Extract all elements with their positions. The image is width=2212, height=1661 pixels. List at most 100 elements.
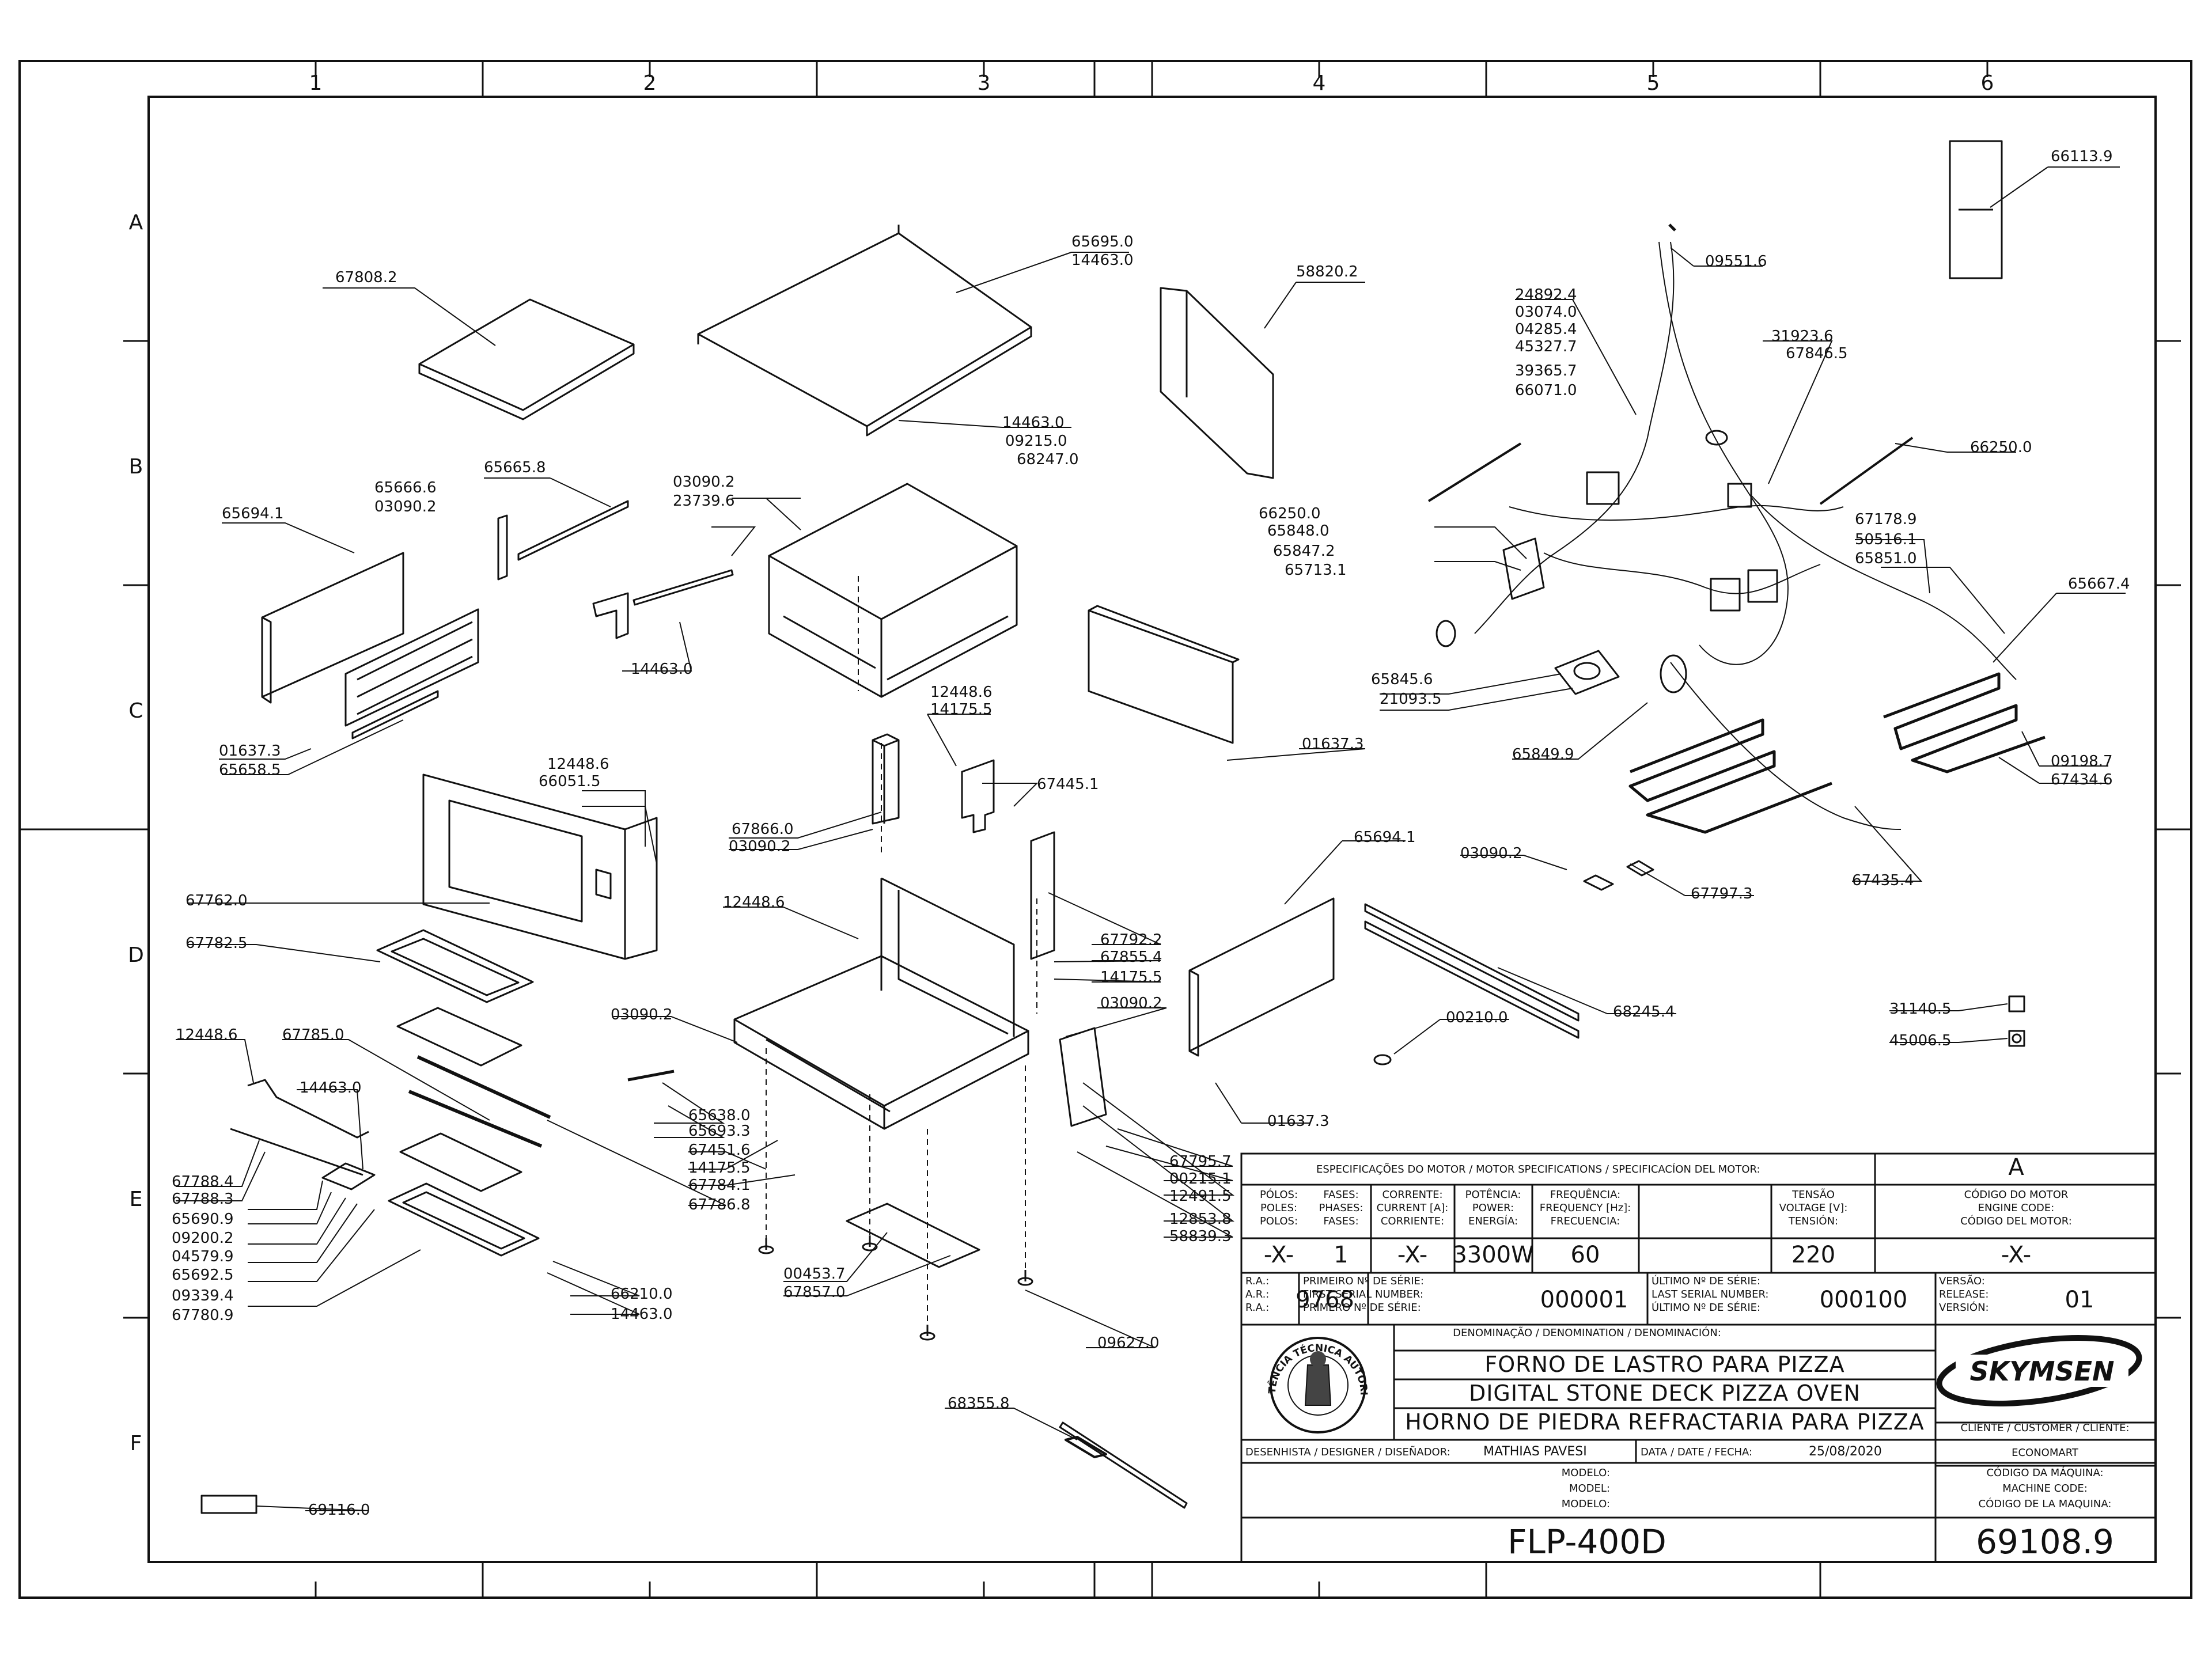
spec-label: FRECUENCIA: bbox=[1551, 1215, 1620, 1227]
part-callout: 67435.4 bbox=[1852, 872, 1914, 889]
part-callout: 66250.0 bbox=[1970, 439, 2032, 456]
part-callout: 67785.0 bbox=[282, 1026, 344, 1044]
part-callout: 12448.6 bbox=[723, 894, 785, 911]
part-callout: 03074.0 bbox=[1515, 304, 1577, 321]
spec-value: 60 bbox=[1571, 1242, 1600, 1268]
part-callout: 67797.3 bbox=[1691, 885, 1753, 902]
model-label: MODELO: bbox=[1562, 1467, 1610, 1479]
part-callout: 58820.2 bbox=[1296, 263, 1358, 280]
grid-col-label: 3 bbox=[978, 71, 991, 95]
part-callout: 65851.0 bbox=[1855, 550, 1917, 567]
base-plate-part bbox=[846, 1203, 980, 1268]
part-callout: 14175.5 bbox=[1100, 969, 1162, 986]
spec-label: PHASES: bbox=[1319, 1202, 1363, 1214]
serial-label: ÚLTIMO Nº DE SÉRIE: bbox=[1652, 1301, 1760, 1314]
ra-label: A.R.: bbox=[1245, 1288, 1269, 1300]
oven-chamber-part bbox=[768, 483, 1018, 620]
version-value: 01 bbox=[2065, 1287, 2094, 1313]
part-callout: 09198.7 bbox=[2051, 753, 2113, 770]
part-sketches bbox=[200, 140, 2046, 1514]
part-callout: 31923.6 bbox=[1771, 328, 1834, 345]
spec-label: CÓDIGO DO MOTOR bbox=[1964, 1188, 2069, 1201]
part-callout: 69116.0 bbox=[308, 1501, 370, 1519]
callout-leaders bbox=[176, 166, 2126, 1511]
spec-label: CORRENTE: bbox=[1382, 1189, 1442, 1201]
part-callout: 67866.0 bbox=[732, 821, 794, 838]
part-callout: 66210.0 bbox=[611, 1285, 673, 1303]
spec-label: CURRENT [A]: bbox=[1377, 1202, 1449, 1214]
part-callout: 03090.2 bbox=[611, 1006, 673, 1023]
part-callout: 65667.4 bbox=[2068, 575, 2130, 593]
part-callout: 67762.0 bbox=[185, 892, 248, 909]
part-callout: 67780.9 bbox=[172, 1307, 234, 1324]
rail-assembly-part bbox=[344, 608, 479, 727]
part-callout: 67792.2 bbox=[1100, 931, 1162, 949]
part-callout: 67178.9 bbox=[1855, 511, 1917, 528]
grid-row-label: A bbox=[129, 211, 143, 234]
wiring-harness bbox=[1474, 241, 2017, 830]
spec-label: ENGINE CODE: bbox=[1978, 1202, 2055, 1214]
spec-label: FREQUÊNCIA: bbox=[1550, 1188, 1620, 1201]
oven-brush-part bbox=[1059, 1421, 1188, 1509]
part-callout: 67855.4 bbox=[1100, 949, 1162, 966]
grid-col-label: 5 bbox=[1647, 71, 1660, 95]
controller-display-part bbox=[1502, 537, 1545, 600]
part-callout: 14175.5 bbox=[688, 1159, 751, 1177]
spec-label: TENSIÓN: bbox=[1788, 1215, 1838, 1227]
grid-column-labels: 1 2 3 4 5 6 bbox=[309, 71, 1994, 95]
part-callout: 68355.8 bbox=[948, 1395, 1010, 1412]
part-callout: 66250.0 bbox=[1259, 505, 1321, 522]
spec-value: -X- bbox=[2001, 1242, 2031, 1268]
grid-row-label: E bbox=[130, 1188, 143, 1211]
right-vent-panel-part bbox=[1088, 609, 1234, 744]
date-label: DATA / DATE / FECHA: bbox=[1641, 1446, 1752, 1458]
spec-label: POLOS: bbox=[1260, 1215, 1298, 1227]
serial-label: ÚLTIMO Nº DE SÉRIE: bbox=[1652, 1275, 1760, 1287]
part-callout: 21093.5 bbox=[1380, 691, 1442, 708]
part-callout: 65694.1 bbox=[222, 505, 284, 522]
part-callout: 65638.0 bbox=[688, 1107, 751, 1124]
denomination-header: DENOMINAÇÃO / DENOMINATION / DENOMINACIÓ… bbox=[1453, 1326, 1721, 1339]
part-callout: 09627.0 bbox=[1097, 1334, 1160, 1352]
skymsen-logo: SKYMSEN bbox=[1936, 1335, 2142, 1406]
callout-labels: 66113.9 67808.2 65695.0 14463.0 58820.2 … bbox=[172, 148, 2130, 1519]
foot-parts bbox=[758, 1235, 1033, 1341]
part-callout: 50516.1 bbox=[1855, 531, 1917, 548]
spec-label: CÓDIGO DEL MOTOR: bbox=[1960, 1215, 2072, 1227]
model-value: FLP-400D bbox=[1508, 1522, 1666, 1561]
part-callout: 14175.5 bbox=[930, 701, 993, 718]
spec-value: -X- bbox=[1397, 1242, 1427, 1268]
ra-value: 9768 bbox=[1296, 1287, 1354, 1313]
part-callout: 66071.0 bbox=[1515, 382, 1577, 399]
heating-element-part bbox=[1628, 718, 1832, 834]
part-callout: 03090.2 bbox=[1100, 995, 1162, 1012]
part-callout: 65695.0 bbox=[1071, 233, 1134, 251]
grid-col-label: 2 bbox=[643, 71, 657, 95]
part-callout: 00215.1 bbox=[1169, 1170, 1232, 1188]
part-callout: 67808.2 bbox=[335, 269, 397, 286]
last-serial-value: 000100 bbox=[1820, 1287, 1908, 1313]
part-callout: 67788.4 bbox=[172, 1173, 234, 1190]
designer-value: MATHIAS PAVESI bbox=[1483, 1444, 1587, 1459]
part-callout: 68247.0 bbox=[1017, 451, 1079, 468]
part-callout: 01637.3 bbox=[1267, 1113, 1330, 1130]
part-callout: 00453.7 bbox=[783, 1265, 846, 1283]
machine-code-label: MACHINE CODE: bbox=[2002, 1482, 2088, 1495]
grid-row-label: F bbox=[130, 1432, 142, 1455]
spec-value: 1 bbox=[1334, 1242, 1348, 1268]
machine-code-label: CÓDIGO DA MÁQUINA: bbox=[1986, 1466, 2103, 1479]
part-callout: 12491.5 bbox=[1169, 1188, 1232, 1205]
part-callout: 67795.7 bbox=[1169, 1153, 1232, 1170]
spec-label: TENSÃO bbox=[1791, 1188, 1835, 1201]
grid-column-ticks bbox=[315, 61, 1988, 1598]
spec-value: 3300W bbox=[1452, 1242, 1533, 1268]
part-callout: 65658.5 bbox=[219, 761, 281, 779]
grid-row-ticks bbox=[123, 340, 2181, 1319]
designer-label: DESENHISTA / DESIGNER / DISEÑADOR: bbox=[1245, 1446, 1450, 1458]
part-callout: 14463.0 bbox=[1002, 414, 1065, 431]
outer-frame bbox=[18, 60, 2192, 1599]
rating-plate-part bbox=[1949, 140, 2003, 279]
part-callout: 67451.6 bbox=[688, 1142, 751, 1159]
model-label: MODEL: bbox=[1569, 1482, 1610, 1495]
